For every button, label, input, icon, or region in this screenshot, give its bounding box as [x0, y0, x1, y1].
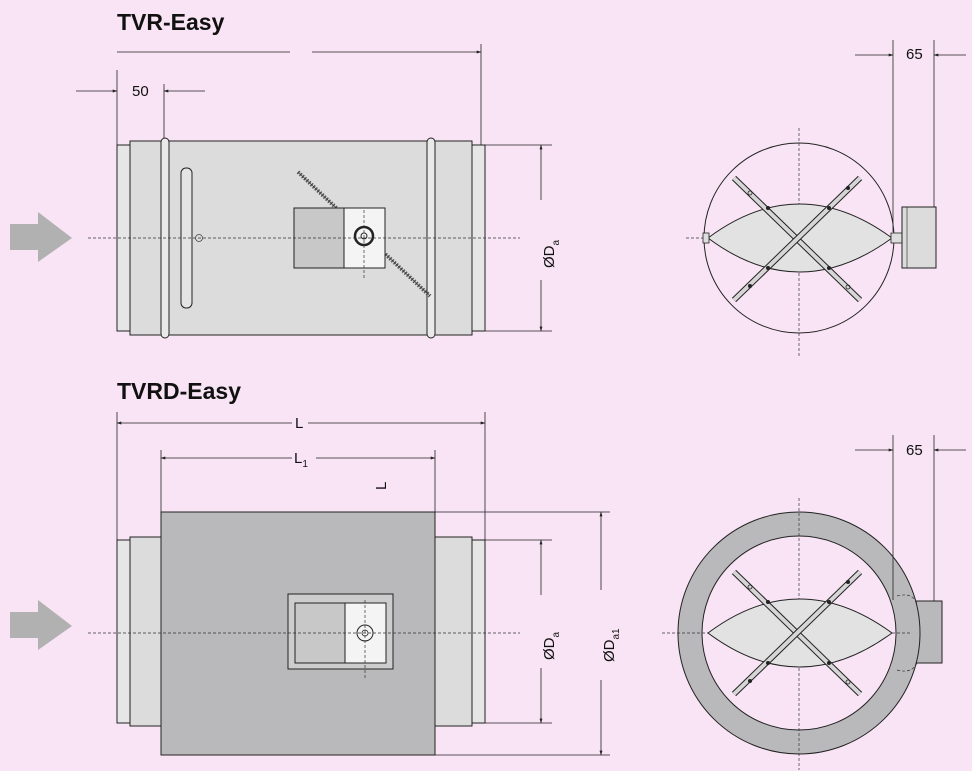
top-side-dimension-label: 65	[906, 46, 923, 63]
outer-diameter-dimension: ØDa1	[435, 511, 622, 756]
tvrd-side-view: 65	[662, 435, 966, 770]
bottom-side-dimension-label: 65	[906, 442, 923, 459]
outer-diameter-label: ØDa1	[601, 628, 622, 662]
length-l-label: L	[295, 415, 303, 432]
flow-direction-arrow	[10, 212, 72, 262]
collar-offset-label: 50	[132, 83, 149, 100]
duct-diameter-label: ØDa	[541, 240, 562, 269]
flow-direction-arrow-2	[10, 600, 72, 650]
small-l-label: L	[373, 482, 390, 490]
tvrd-easy-title: TVRD-Easy	[117, 378, 241, 404]
length-l1-label: L1	[294, 450, 308, 470]
length-l1-dimension: L1	[160, 450, 436, 512]
duct-diameter-dimension: ØDa	[485, 144, 562, 332]
collar-offset-dimension: 50	[76, 70, 205, 145]
overall-length-dimension	[117, 44, 482, 145]
duct-diameter-label-2: ØDa	[541, 632, 562, 661]
duct-diameter-dimension-2: ØDa	[472, 539, 562, 724]
tvr-side-view: 65	[686, 40, 966, 356]
tvrd-actuator	[287, 593, 394, 670]
overall-length-l-dimension: L	[116, 412, 486, 540]
tvr-easy-title: TVR-Easy	[117, 9, 225, 35]
